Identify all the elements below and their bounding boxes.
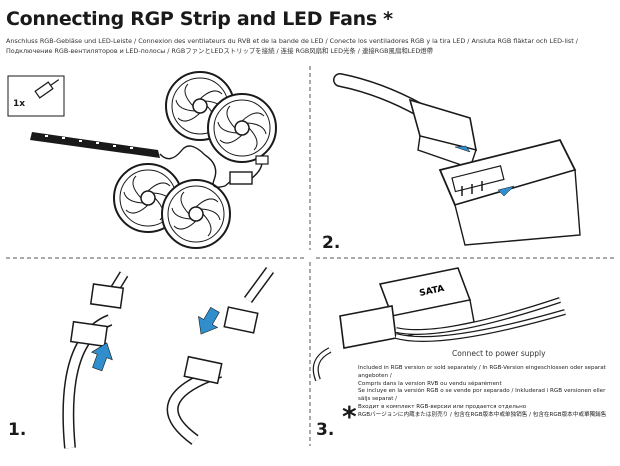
note-line: RGBバージョンに内蔵または別売り / 包含在RGB版本中或单独销售 / 包含在…	[358, 411, 607, 418]
panel-connector-illustration	[333, 73, 581, 246]
availability-note: Included in RGB version or sold separate…	[358, 365, 616, 420]
panel-plug-illustration	[62, 267, 275, 449]
panel-sata-illustration: SATA	[312, 267, 566, 382]
note-asterisk: *	[342, 400, 357, 433]
note-line: Входит в комплект RGB-версии или продает…	[358, 403, 527, 410]
led-strip	[30, 132, 160, 158]
step-number-1: 1.	[8, 420, 27, 440]
page-subtitle: Anschluss RGB-Gebläse und LED-Leiste / C…	[6, 37, 578, 55]
panel-fans-illustration	[7, 71, 277, 249]
note-line: Included in RGB version or sold separate…	[358, 365, 606, 379]
page-title: Connecting RGP Strip and LED Fans *	[6, 8, 393, 30]
step-number-3: 3.	[316, 420, 335, 440]
quantity-box	[7, 75, 65, 117]
step-number-2: 2.	[322, 233, 341, 253]
connect-power-label: Connect to power supply	[452, 349, 546, 358]
rgb-hub-box	[229, 171, 253, 185]
note-line: Se incluye en la versión RGB o se vende …	[358, 388, 606, 403]
quantity-label: 1x	[13, 99, 26, 109]
note-line: Compris dans la version RVB ou vendu sép…	[358, 380, 502, 387]
